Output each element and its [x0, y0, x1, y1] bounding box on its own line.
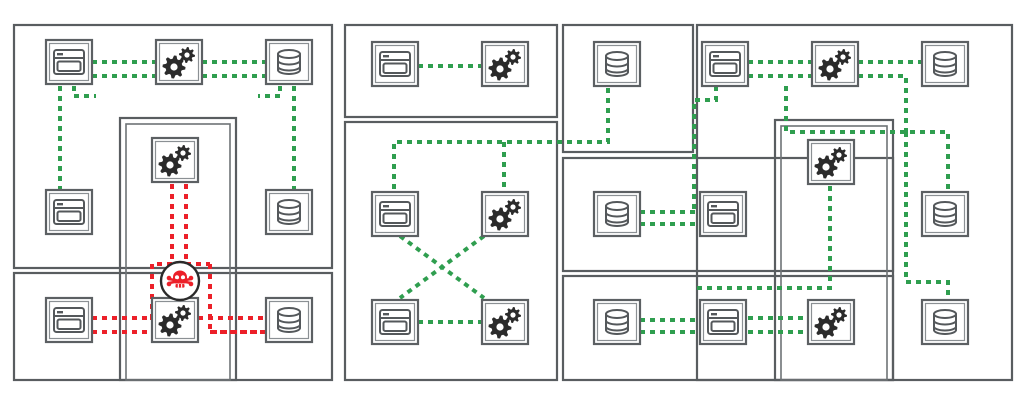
link-allowed: [692, 86, 718, 210]
gears-icon[interactable]: [480, 298, 530, 346]
skull-crossbones-icon[interactable]: [159, 260, 201, 302]
browser-window-icon[interactable]: [698, 190, 748, 238]
browser-window-icon[interactable]: [370, 190, 420, 238]
zone-zone-mid-right: [561, 23, 695, 154]
gears-icon[interactable]: [480, 40, 530, 88]
zone-zone-right-inner: [773, 118, 895, 382]
database-icon[interactable]: [264, 38, 314, 86]
gears-icon[interactable]: [806, 298, 856, 346]
browser-window-icon[interactable]: [700, 40, 750, 88]
browser-window-icon[interactable]: [44, 188, 94, 236]
zone-zone-left-inner: [118, 116, 238, 382]
gears-icon[interactable]: [810, 40, 860, 88]
browser-window-icon[interactable]: [370, 40, 420, 88]
database-icon[interactable]: [592, 190, 642, 238]
link-allowed: [72, 86, 96, 98]
database-icon[interactable]: [920, 190, 970, 238]
browser-window-icon[interactable]: [698, 298, 748, 346]
link-allowed: [694, 186, 832, 290]
database-icon[interactable]: [264, 296, 314, 344]
zone-zone-mid-upper: [343, 23, 559, 119]
threat-layer: [159, 260, 201, 302]
link-allowed: [784, 86, 950, 192]
gears-icon[interactable]: [150, 296, 200, 344]
database-icon[interactable]: [264, 188, 314, 236]
link-allowed: [392, 88, 610, 192]
node-layer: [44, 38, 970, 346]
link-compromised: [208, 264, 266, 334]
link-allowed: [398, 234, 486, 300]
database-icon[interactable]: [920, 40, 970, 88]
link-allowed: [904, 132, 950, 300]
gears-icon[interactable]: [150, 136, 200, 184]
zone-zone-mid-lower: [343, 120, 559, 382]
link-layer: [58, 60, 950, 334]
browser-window-icon[interactable]: [44, 296, 94, 344]
browser-window-icon[interactable]: [370, 298, 420, 346]
database-icon[interactable]: [920, 298, 970, 346]
gears-icon[interactable]: [806, 138, 856, 186]
browser-window-icon[interactable]: [44, 38, 94, 86]
gears-icon[interactable]: [154, 38, 204, 86]
database-icon[interactable]: [592, 298, 642, 346]
link-allowed: [258, 86, 282, 98]
gears-icon[interactable]: [480, 190, 530, 238]
database-icon[interactable]: [592, 40, 642, 88]
